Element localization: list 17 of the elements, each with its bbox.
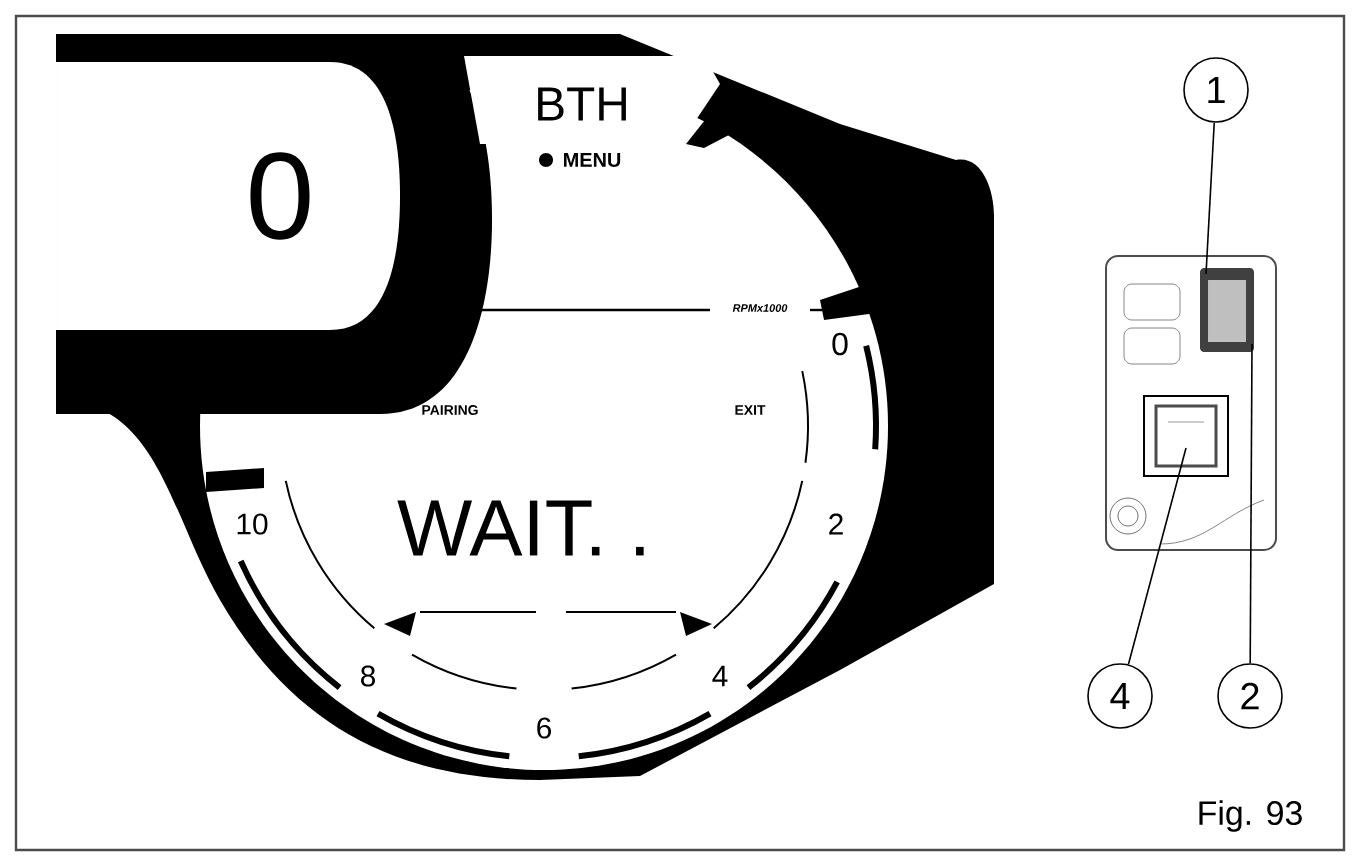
callout-number: 4 bbox=[1087, 663, 1153, 729]
display-text: BTH bbox=[538, 87, 626, 121]
scale-number: 0 bbox=[832, 332, 848, 356]
callout-number: 2 bbox=[1217, 663, 1283, 729]
leader-line bbox=[1205, 121, 1216, 275]
scale-number: 2 bbox=[829, 513, 843, 535]
speed-digit: 0 bbox=[250, 152, 310, 240]
scale-number: 8 bbox=[361, 665, 375, 687]
scale-number: 6 bbox=[537, 717, 551, 739]
leader-line bbox=[1249, 343, 1253, 664]
menu-label: MENU bbox=[564, 153, 621, 167]
callout-number: 1 bbox=[1183, 57, 1249, 123]
leader-line bbox=[1127, 447, 1187, 666]
display-text: WAIT. . bbox=[397, 500, 644, 556]
scale-number: 4 bbox=[712, 665, 728, 687]
figure-number: Fig. 93 bbox=[1199, 800, 1302, 832]
scale-number: 10 bbox=[237, 513, 268, 535]
